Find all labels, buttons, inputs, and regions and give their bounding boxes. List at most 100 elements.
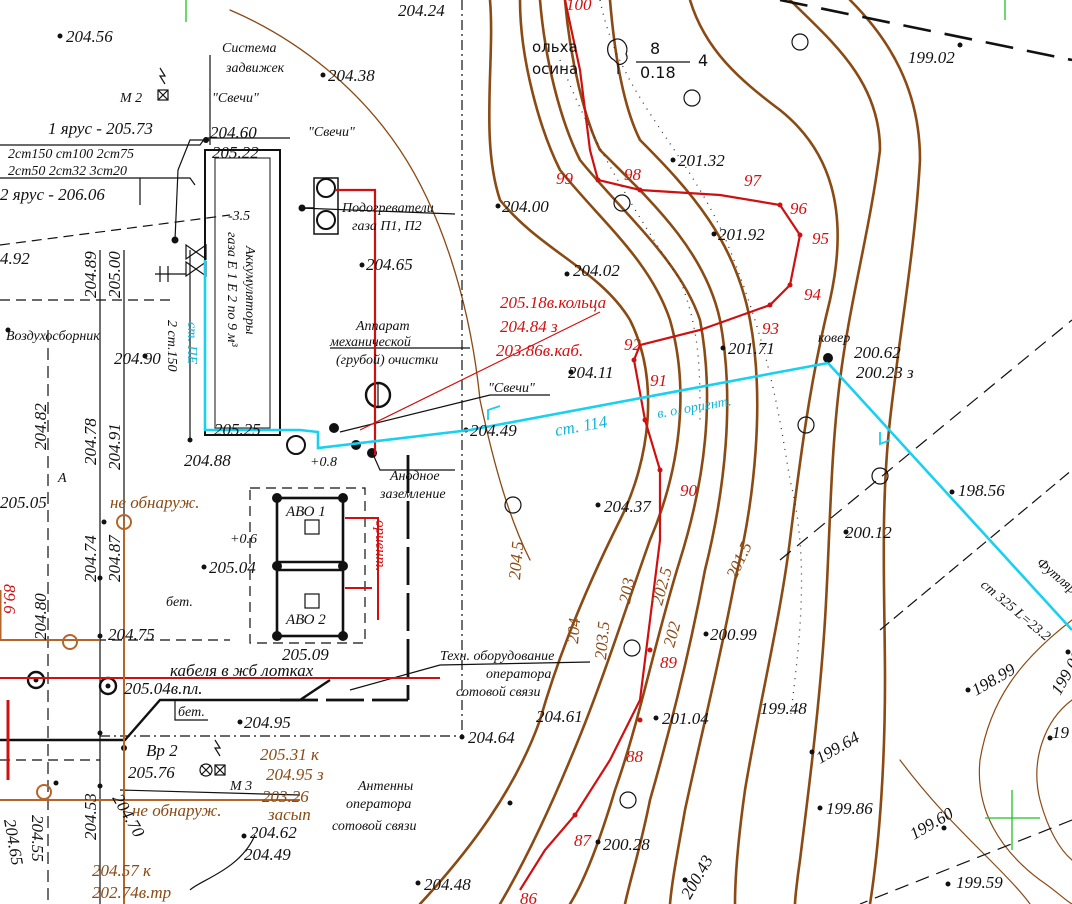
elev-label: 201.71 bbox=[728, 339, 775, 358]
picket-label: 96 bbox=[790, 199, 808, 218]
label-abo-2: АВО 2 bbox=[285, 612, 326, 628]
elev-label: 204.24 bbox=[398, 1, 445, 20]
label-depth: -3.5 bbox=[228, 209, 250, 224]
contour-lines bbox=[229, 0, 1072, 904]
elev-label: 204.38 bbox=[328, 66, 375, 85]
label-apparatus: Аппарат bbox=[355, 319, 410, 334]
cable-lines-brown bbox=[0, 514, 300, 904]
label-tech-equipment: Техн. оборудование bbox=[440, 649, 554, 664]
elev-label: 204.11 bbox=[568, 363, 614, 382]
label-ring: 203.86в.каб. bbox=[496, 341, 583, 360]
elev-label: 205.09 bbox=[282, 645, 329, 664]
label-tree-count: 8 bbox=[650, 39, 660, 58]
elev-label: 205.76 bbox=[128, 763, 175, 782]
label-red-left: 89.6 bbox=[0, 584, 19, 614]
elev-label: 201.32 bbox=[678, 151, 725, 170]
elev-label: 201.04 bbox=[662, 709, 709, 728]
label-antennas: сотовой связи bbox=[332, 819, 416, 834]
label-tree-alder: ольха bbox=[532, 38, 578, 56]
elev-label: 204.62 bbox=[250, 823, 297, 842]
elev-label: 198.99 bbox=[969, 659, 1019, 699]
label-tier-2: 2 ярус - 206.06 bbox=[0, 185, 105, 204]
elev-label: 204.95 bbox=[244, 713, 291, 732]
label-elev-z: 204.95 з bbox=[266, 765, 324, 784]
label-pipe-pe: ст. ПЕ bbox=[184, 322, 199, 365]
elev-label: 204.48 bbox=[424, 875, 471, 894]
contour-se-2 bbox=[1036, 699, 1072, 861]
label-ring: 205.18в.кольца bbox=[500, 293, 606, 312]
label-elev-z: 203.26 bbox=[262, 787, 309, 806]
elev-label: 204.53 bbox=[81, 793, 100, 840]
picket-label: 88 bbox=[626, 747, 644, 766]
elev-label: 204.65 bbox=[0, 817, 27, 866]
contour-se-1 bbox=[978, 619, 1072, 904]
label-plus08: +0.8 bbox=[310, 455, 337, 470]
gas-lines-cyan bbox=[203, 260, 1072, 631]
label-accumulators: Аккумуляторы bbox=[242, 245, 257, 335]
elev-label: 199.86 bbox=[826, 799, 873, 818]
label-height: 205.04в.пл. bbox=[124, 679, 203, 698]
label-pipe-325: ст 325 L=23.2 bbox=[977, 578, 1053, 645]
label-m3: М 3 bbox=[229, 779, 252, 794]
picket-label: 94 bbox=[804, 285, 822, 304]
elev-label: 200.62 bbox=[854, 343, 901, 362]
label-apparatus: (грубой) очистки bbox=[336, 353, 438, 368]
elev-label: 204.02 bbox=[573, 261, 620, 280]
contour-4 bbox=[563, 0, 729, 904]
picket-label: 93 bbox=[762, 319, 779, 338]
elev-label: 204.80 bbox=[31, 593, 50, 640]
elev-label: 204.90 bbox=[114, 349, 161, 368]
picket-label: 86 bbox=[520, 889, 538, 904]
elev-label: 205.00 bbox=[105, 251, 124, 298]
label-concrete: бет. bbox=[178, 705, 205, 720]
elev-label: 199.00 bbox=[1047, 648, 1072, 698]
picket-label: 99 bbox=[556, 169, 574, 188]
object-labels: Система задвижек М 2 "Свечи" "Свечи" "Св… bbox=[0, 38, 1072, 902]
picket-label: 91 bbox=[650, 371, 667, 390]
label-heaters: Подогреватели bbox=[341, 201, 434, 216]
elev-label: 204.55 bbox=[28, 815, 47, 862]
elev-label: 204.49 bbox=[244, 845, 291, 864]
picket-label: 100 bbox=[566, 0, 592, 14]
label-fill: засып bbox=[267, 805, 311, 824]
label-vr2: Вр 2 bbox=[146, 741, 178, 760]
label-tree-aspen: осина bbox=[532, 60, 578, 78]
label-candles: "Свечи" bbox=[308, 125, 355, 140]
label-anode: заземление bbox=[379, 487, 446, 502]
picket-labels: 100 99 98 97 96 95 94 93 92 91 90 89 88 … bbox=[520, 0, 829, 904]
elev-label: 200.43 bbox=[677, 852, 717, 902]
label-abo-1: АВО 1 bbox=[285, 504, 326, 520]
elev-label: 204.56 bbox=[66, 27, 113, 46]
label-anode: Анодное bbox=[389, 469, 440, 484]
label-a: А bbox=[57, 471, 67, 486]
label-orient: ориент. bbox=[372, 520, 388, 571]
elev-label: 201.92 bbox=[718, 225, 765, 244]
label-heaters-spec: газа П1, П2 bbox=[352, 219, 422, 234]
label-valves-system: Система bbox=[222, 41, 276, 56]
picket-label: 95 bbox=[812, 229, 829, 248]
survey-dots bbox=[5, 33, 1071, 887]
elev-label: 200.99 bbox=[710, 625, 757, 644]
elev-label: 200.12 bbox=[845, 523, 892, 542]
label-antennas: оператора bbox=[346, 797, 411, 812]
contour-label: 204.5 bbox=[505, 541, 527, 581]
label-cables: кабеля в жб лотках bbox=[170, 661, 314, 680]
label-orient-cyan: в. о. ориент. bbox=[656, 394, 732, 422]
elev-label: 205.05 bbox=[0, 493, 47, 512]
label-concrete: бет. bbox=[166, 595, 193, 610]
elev-label: 200.28 bbox=[603, 835, 650, 854]
label-tree-diameter: 0.18 bbox=[640, 63, 676, 82]
picket-label: 89 bbox=[660, 653, 678, 672]
contour-3 bbox=[538, 0, 709, 904]
contour-label: 203 bbox=[615, 576, 638, 604]
label-antennas: Антенны bbox=[357, 779, 413, 794]
label-accumulators-spec: газа Е 1 Е 2 по 9 м³ bbox=[224, 232, 239, 347]
elev-label: 204.00 bbox=[502, 197, 549, 216]
picket-dots bbox=[572, 177, 803, 818]
label-tier-1: 1 ярус - 205.73 bbox=[48, 119, 153, 138]
elev-label: 200.23 з bbox=[856, 363, 914, 382]
contour-7 bbox=[788, 0, 882, 904]
contour-6 bbox=[688, 0, 839, 904]
contour-se-3 bbox=[899, 759, 1031, 904]
